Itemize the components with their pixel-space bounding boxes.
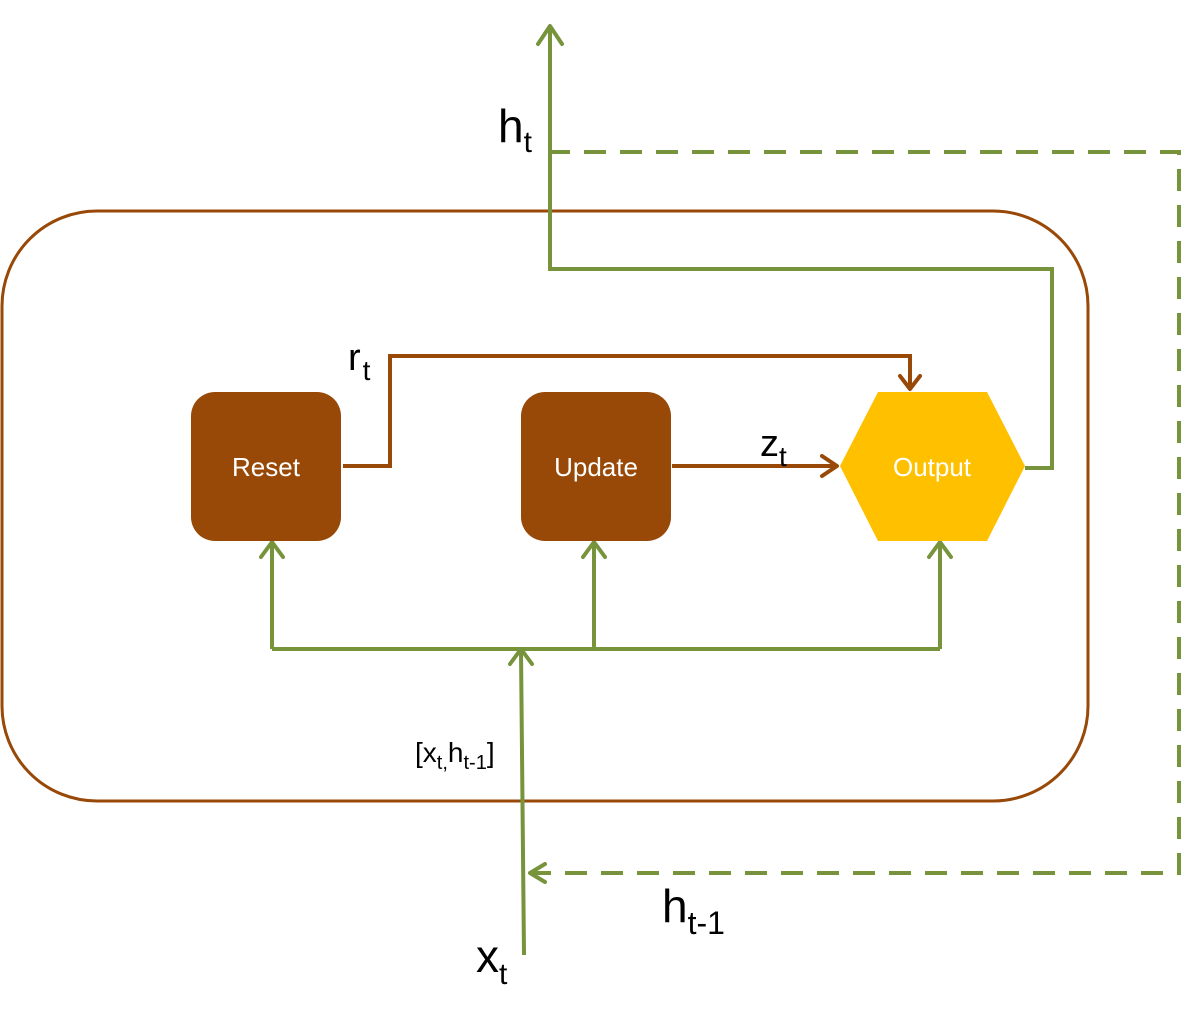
rt-arrowhead	[898, 374, 922, 391]
concat-input-label: [xt,ht-1]	[415, 737, 495, 774]
recurrent-dashed-connector	[532, 150, 1181, 875]
update-gate-node: Update	[521, 392, 671, 541]
rt-label: rt	[348, 337, 371, 386]
ht-arrowhead	[536, 24, 564, 46]
output-node: Output	[840, 392, 1025, 541]
reset-gate-label: Reset	[232, 452, 301, 482]
recurrent-arrowhead	[528, 862, 547, 884]
update-input-arrowhead	[581, 540, 607, 559]
output-input-arrowhead	[927, 540, 953, 559]
output-to-ht-connector	[548, 26, 1054, 470]
output-label: Output	[893, 452, 972, 482]
update-gate-label: Update	[554, 452, 638, 482]
reset-to-output-connector	[343, 354, 912, 468]
reset-gate-node: Reset	[191, 392, 341, 541]
ht-minus-1-label: ht-1	[662, 880, 725, 941]
output-hexagon	[840, 392, 1025, 541]
ht-label: ht	[498, 100, 533, 159]
xt-label: xt	[476, 930, 508, 991]
zt-arrowhead	[820, 454, 839, 478]
reset-gate-box	[191, 392, 341, 541]
reset-input-arrowhead	[259, 540, 285, 559]
gru-cell-boundary	[0, 209, 1090, 803]
zt-label: zt	[760, 423, 787, 472]
update-gate-box	[521, 392, 671, 541]
input-xt-connector	[519, 650, 526, 956]
